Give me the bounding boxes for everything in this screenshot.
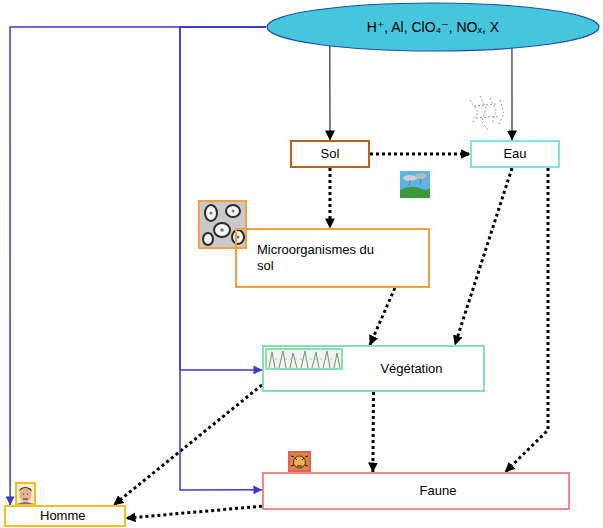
dotted-arrow	[328, 168, 331, 228]
microorganism-icon	[199, 201, 246, 248]
arrow-connector	[180, 27, 266, 370]
tiger-icon	[289, 452, 310, 471]
process-box: Homme	[4, 505, 126, 527]
pollutant-ellipse: H⁺, Al, ClO₄⁻, NOₓ, X	[265, 2, 601, 52]
arrow-connector	[180, 27, 266, 490]
arrow-connector	[511, 48, 512, 140]
dotted-arrow	[114, 385, 262, 505]
node-label: Microorganismes du sol	[257, 242, 389, 273]
dotted-arrow	[370, 153, 470, 156]
node-label: Végétation	[380, 361, 442, 377]
rain-drawing	[470, 96, 504, 130]
arrow-connector	[329, 46, 330, 140]
node-label: Faune	[420, 483, 457, 499]
vegetation-picture	[266, 349, 342, 369]
process-box: Microorganismes du sol	[235, 228, 430, 288]
dotted-arrow	[371, 392, 375, 472]
node-label: Eau	[503, 146, 526, 162]
dotted-arrow	[505, 168, 548, 472]
process-box: Végétation	[262, 345, 485, 392]
dotted-arrow	[455, 168, 512, 345]
arrow-connector	[10, 27, 266, 505]
node-label: Sol	[321, 146, 340, 162]
process-box: Eau	[470, 140, 560, 168]
process-box: Faune	[262, 472, 570, 510]
dotted-arrow	[126, 506, 262, 518]
process-box: Sol	[290, 140, 370, 168]
landscape-picture	[400, 171, 430, 198]
dotted-arrow	[370, 288, 395, 345]
man-icon	[16, 483, 35, 504]
node-label: Homme	[40, 508, 86, 524]
node-label: H⁺, Al, ClO₄⁻, NOₓ, X	[367, 19, 499, 36]
